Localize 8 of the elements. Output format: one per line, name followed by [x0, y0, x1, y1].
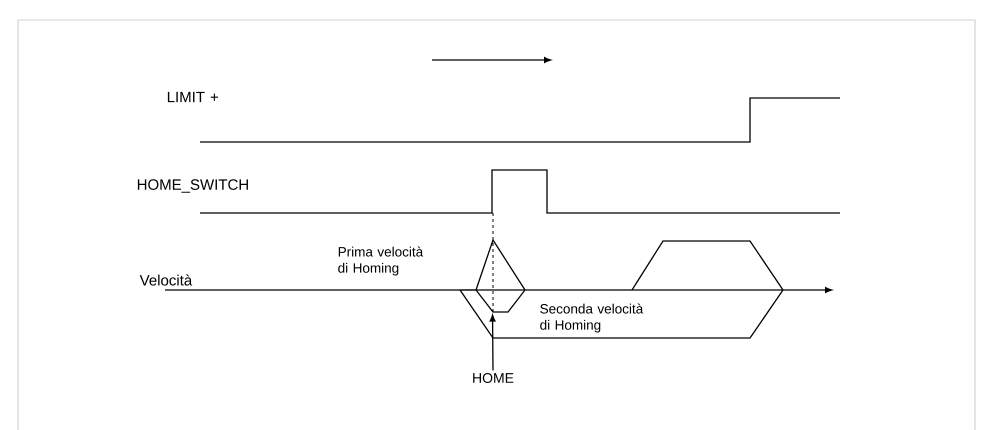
signal-label: HOME_SWITCH: [138, 179, 248, 193]
curve-label: Prima velocità di Homing: [338, 246, 424, 276]
velocity-profile: [460, 289, 526, 313]
home-label: HOME: [473, 373, 514, 383]
arrow: [490, 314, 496, 370]
signal-label: LIMIT +: [168, 92, 218, 102]
signal-label: Velocità: [140, 274, 192, 286]
curve-label: Seconda velocità di Homing: [540, 304, 644, 332]
